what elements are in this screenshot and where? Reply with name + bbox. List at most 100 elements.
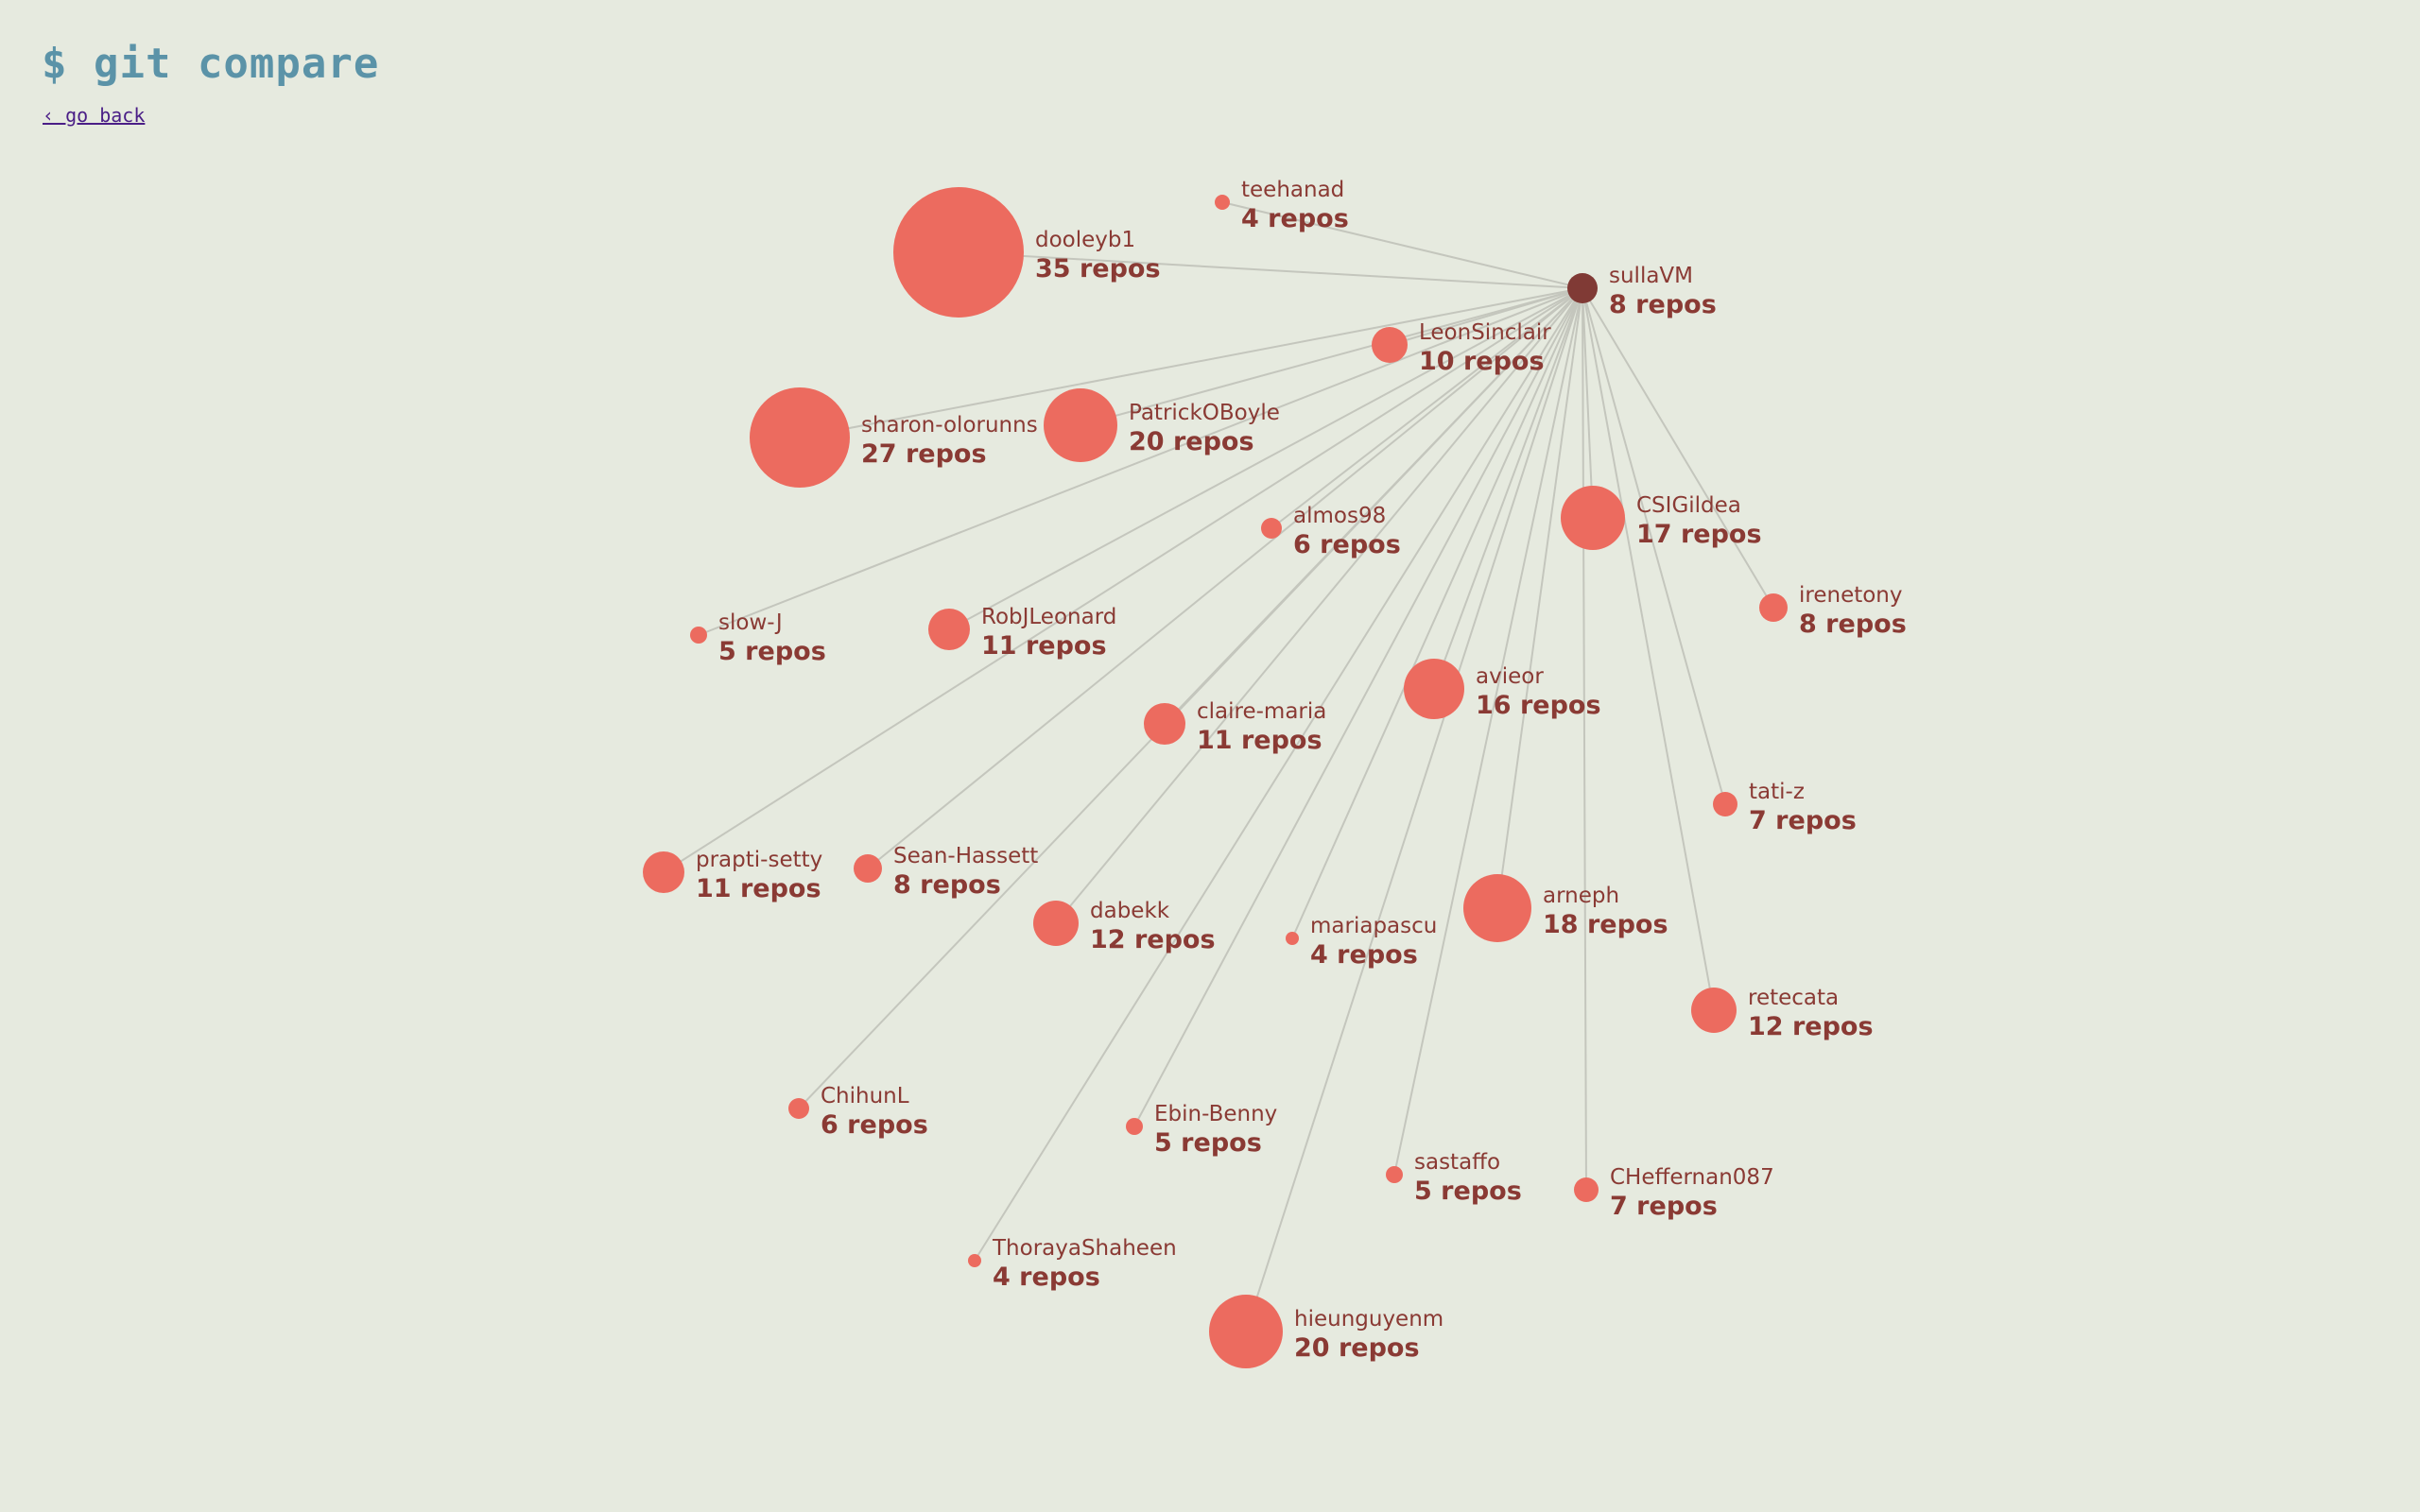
node-repo-count: 35 repos <box>1035 254 1161 284</box>
node-circle[interactable] <box>893 187 1024 318</box>
edge-sullavm-cheffernan087 <box>1582 287 1587 1191</box>
node-name-label: almos98 <box>1293 504 1386 528</box>
node-name-label: sastaffo <box>1414 1150 1500 1175</box>
node-name-label: sullaVM <box>1609 264 1693 288</box>
node-name-label: LeonSinclair <box>1419 320 1551 345</box>
node-name-label: teehanad <box>1241 178 1344 202</box>
node-repo-count: 6 repos <box>1293 530 1401 559</box>
node-repo-count: 8 repos <box>1609 290 1717 319</box>
node-circle[interactable] <box>1567 273 1598 303</box>
node-circle[interactable] <box>968 1254 981 1267</box>
node-name-label: dooleyb1 <box>1035 228 1135 252</box>
node-name-label: ChihunL <box>821 1084 909 1108</box>
node-circle[interactable] <box>1574 1177 1599 1202</box>
node-circle[interactable] <box>1691 988 1737 1033</box>
go-back-link[interactable]: ‹ go back <box>43 104 146 127</box>
node-repo-count: 4 repos <box>1310 940 1418 970</box>
node-name-label: CSIGildea <box>1636 493 1741 518</box>
node-circle[interactable] <box>1126 1118 1143 1135</box>
node-circle[interactable] <box>750 387 850 488</box>
edge-sullavm-sharon-olorunns <box>799 287 1583 438</box>
node-circle[interactable] <box>1404 659 1464 719</box>
edge-sullavm-ebin-benny <box>1133 287 1583 1127</box>
node-slow-j[interactable]: slow-J5 repos <box>690 610 826 666</box>
node-repo-count: 8 repos <box>893 870 1001 900</box>
node-circle[interactable] <box>1033 901 1079 946</box>
node-repo-count: 7 repos <box>1749 806 1857 835</box>
node-name-label: slow-J <box>718 610 783 635</box>
node-circle[interactable] <box>1463 874 1531 942</box>
node-repo-count: 12 repos <box>1090 925 1216 954</box>
node-name-label: Sean-Hassett <box>893 844 1038 868</box>
node-circle[interactable] <box>1286 932 1299 945</box>
edge-sullavm-dabekk <box>1055 287 1583 924</box>
node-circle[interactable] <box>928 609 970 650</box>
node-circle[interactable] <box>1372 327 1408 363</box>
node-name-label: prapti-setty <box>696 848 822 872</box>
node-tati-z[interactable]: tati-z7 repos <box>1713 780 1857 835</box>
node-repo-count: 11 repos <box>1197 726 1322 755</box>
node-name-label: tati-z <box>1749 780 1805 804</box>
node-name-label: hieunguyenm <box>1294 1307 1443 1332</box>
node-repo-count: 10 repos <box>1419 347 1545 376</box>
node-repo-count: 16 repos <box>1476 691 1601 720</box>
node-repo-count: 11 repos <box>696 874 821 903</box>
node-repo-count: 8 repos <box>1799 610 1907 639</box>
node-circle[interactable] <box>1215 195 1230 210</box>
edge-sullavm-patrickoboyle <box>1080 287 1583 426</box>
node-name-label: mariapascu <box>1310 914 1437 938</box>
node-circle[interactable] <box>854 854 882 883</box>
node-repo-count: 18 repos <box>1543 910 1668 939</box>
node-name-label: sharon-olorunns <box>861 413 1038 438</box>
node-circle[interactable] <box>1386 1166 1403 1183</box>
node-circle[interactable] <box>690 627 707 644</box>
node-name-label: avieor <box>1476 664 1544 689</box>
node-circle[interactable] <box>1044 388 1117 462</box>
edge-sullavm-prapti-setty <box>663 287 1583 873</box>
node-circle[interactable] <box>788 1098 809 1119</box>
node-circle[interactable] <box>643 851 684 893</box>
edge-sullavm-irenetony <box>1582 287 1774 609</box>
node-repo-count: 20 repos <box>1129 427 1254 456</box>
node-repo-count: 17 repos <box>1636 520 1762 549</box>
node-circle[interactable] <box>1561 486 1625 550</box>
node-name-label: irenetony <box>1799 583 1903 608</box>
node-circle[interactable] <box>1713 792 1737 816</box>
node-circle[interactable] <box>1261 518 1282 539</box>
node-name-label: CHeffernan087 <box>1610 1165 1774 1190</box>
node-name-label: Ebin-Benny <box>1154 1102 1277 1126</box>
node-name-label: ThorayaShaheen <box>992 1236 1177 1261</box>
node-circle[interactable] <box>1759 593 1788 622</box>
node-circle[interactable] <box>1209 1295 1283 1368</box>
node-circle[interactable] <box>1144 703 1185 745</box>
edge-sullavm-sastaffo <box>1393 287 1583 1176</box>
edge-sullavm-slow-j <box>698 287 1583 636</box>
node-repo-count: 12 repos <box>1748 1012 1874 1041</box>
edge-sullavm-teehanad <box>1221 201 1583 289</box>
edges-layer <box>663 201 1774 1332</box>
